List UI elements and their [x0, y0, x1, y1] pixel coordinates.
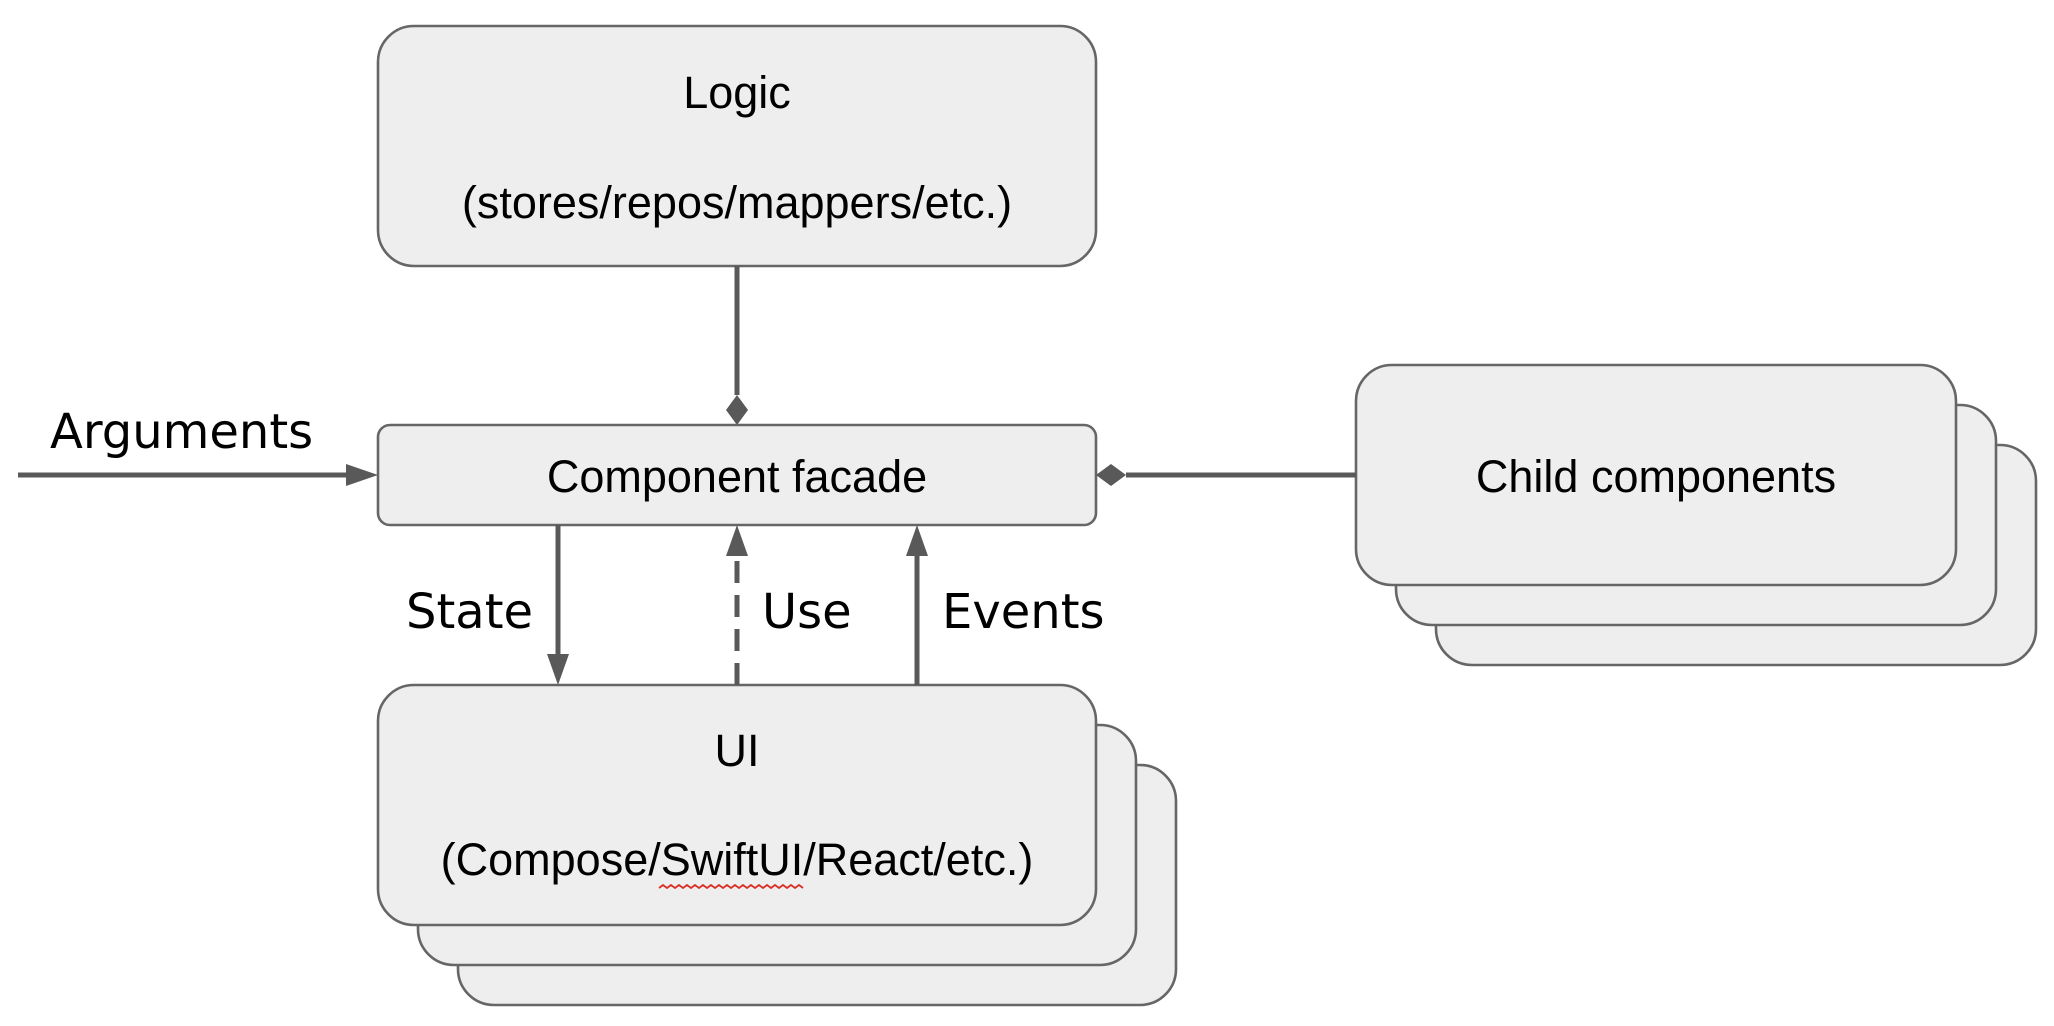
children-facade-composition [1096, 464, 1356, 486]
events-arrowhead [906, 525, 928, 556]
logic-facade-composition [726, 266, 748, 425]
ui-subtitle-highlight: SwiftUI [661, 834, 804, 885]
child-components-node-stack: Child components [1354, 363, 2038, 667]
ui-subtitle: (Compose/SwiftUI/React/etc.) [441, 834, 1034, 885]
logic-title: Logic [683, 67, 791, 118]
ui-title: UI [715, 725, 760, 776]
ui-stack-front [376, 683, 1098, 927]
events-label: Events [942, 584, 1105, 640]
ui-subtitle-open: (Compose/ [441, 834, 662, 885]
composition-diamond [726, 395, 748, 425]
ui-subtitle-close: /React/etc.) [803, 834, 1033, 885]
logic-subtitle: (stores/repos/mappers/etc.) [462, 177, 1012, 228]
arguments-label: Arguments [50, 404, 313, 460]
use-arrowhead [726, 525, 748, 556]
children-title: Child components [1476, 451, 1836, 502]
ui-node-stack: UI (Compose/SwiftUI/React/etc.) [376, 683, 1178, 1007]
facade-title: Component facade [547, 451, 927, 502]
arguments-arrowhead [346, 464, 378, 486]
arguments-arrow: Arguments [18, 404, 378, 486]
use-label: Use [762, 584, 852, 640]
use-arrow: Use [726, 525, 852, 685]
spellcheck-squiggle [658, 883, 804, 890]
logic-node: Logic (stores/repos/mappers/etc.) [376, 24, 1098, 268]
children-composition-diamond [1096, 464, 1126, 486]
state-arrowhead [547, 654, 569, 685]
state-arrow: State [406, 525, 569, 685]
state-label: State [406, 584, 533, 640]
component-facade-node: Component facade [376, 423, 1098, 527]
events-arrow: Events [906, 525, 1105, 685]
